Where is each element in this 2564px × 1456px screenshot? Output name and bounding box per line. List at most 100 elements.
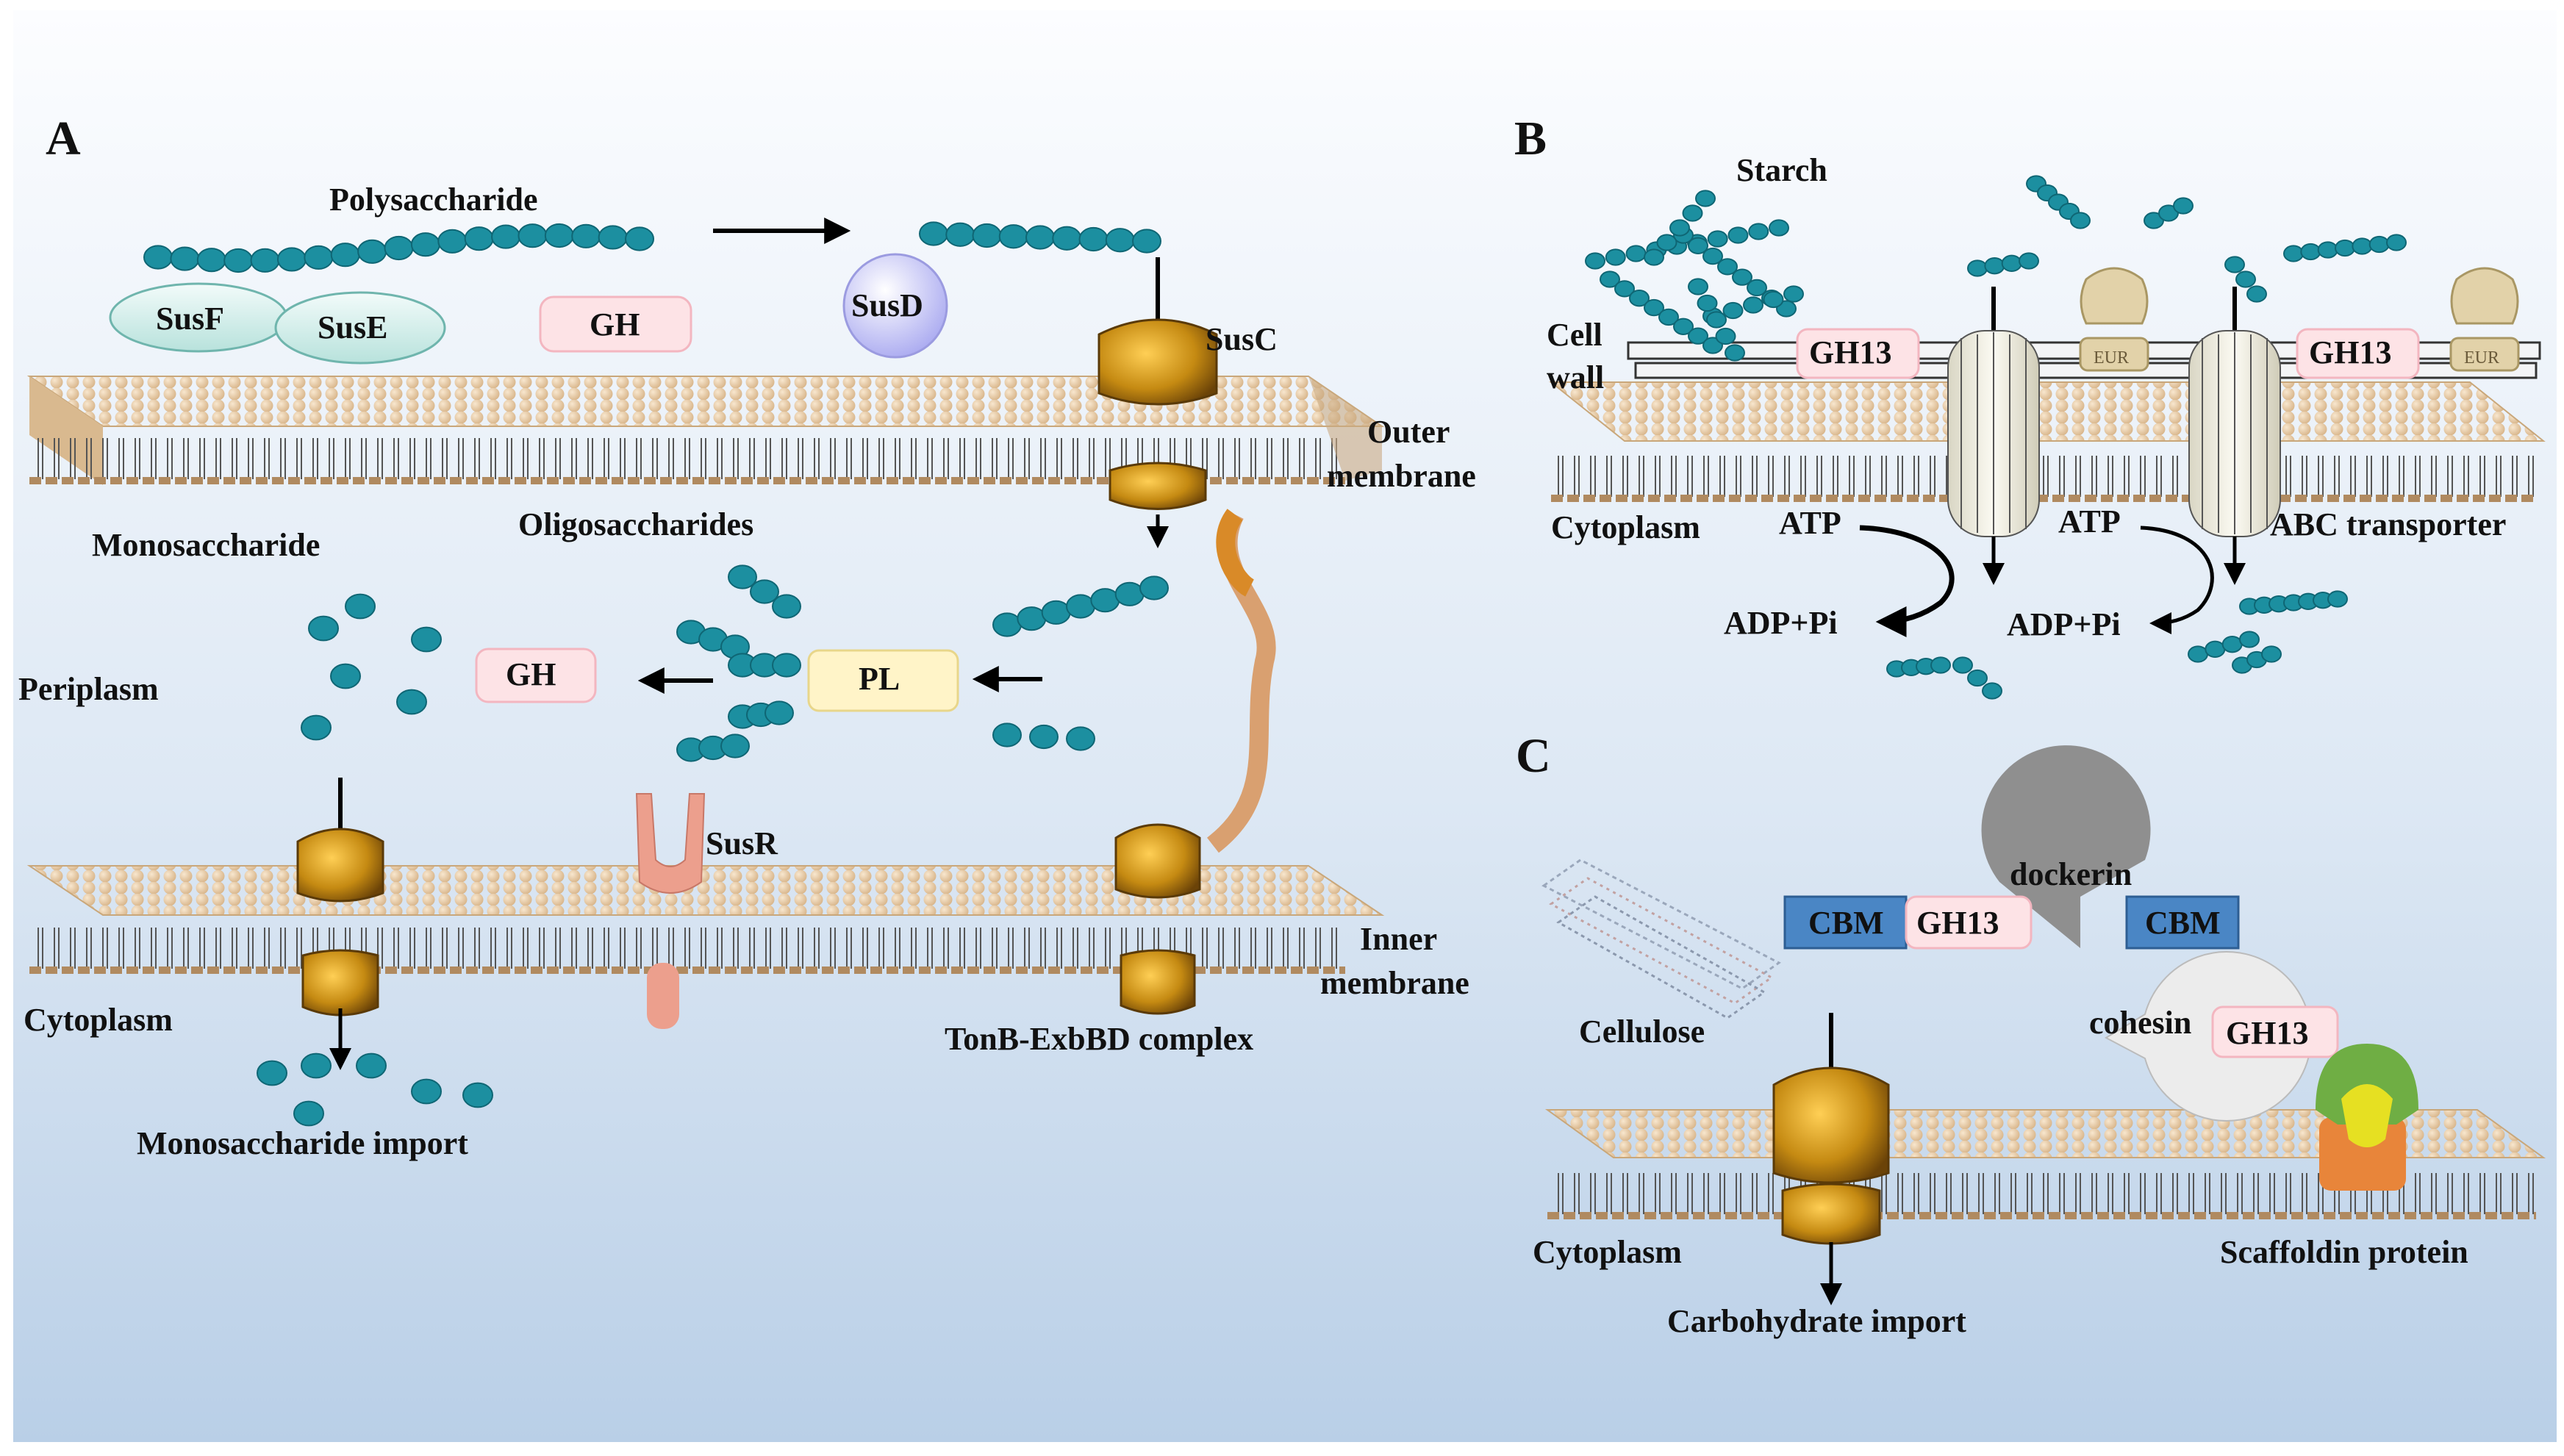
inner-membrane-label-2: membrane — [1320, 965, 1469, 1001]
scaffoldin-label: Scaffoldin protein — [2220, 1234, 2468, 1270]
sugar-bead — [196, 248, 226, 273]
sugar-bead — [571, 223, 601, 248]
sugar-bead — [1090, 588, 1120, 613]
sugar-bead — [1732, 268, 1752, 286]
sugar-bead — [728, 564, 757, 589]
sugar-bead — [143, 245, 173, 270]
gh13-right-b — [2296, 328, 2420, 379]
cell-wall-label-2: wall — [1547, 359, 1604, 395]
sugar-bead — [250, 248, 280, 273]
sugar-bead — [411, 626, 442, 653]
sugar-bead — [1669, 219, 1690, 237]
sugar-bead — [1658, 308, 1679, 326]
monosaccharide-label: Monosaccharide — [92, 527, 320, 563]
cbm-right-label: CBM — [2145, 905, 2221, 941]
sugar-bead — [518, 223, 548, 248]
panel-a-letter: A — [46, 112, 81, 165]
sugar-bead — [1702, 247, 1723, 265]
sugar-bead — [464, 226, 494, 251]
periplasm-label: Periplasm — [18, 671, 159, 707]
atp-left-label: ATP — [1779, 505, 1841, 541]
sugar-bead — [2335, 239, 2355, 257]
sugar-bead — [1600, 270, 1620, 288]
sugar-bead — [1139, 575, 1169, 600]
sugar-bead — [330, 663, 361, 689]
sugar-bead — [2070, 212, 2091, 229]
susd-protein — [842, 253, 948, 359]
oligosaccharides-label: Oligosaccharides — [518, 506, 753, 542]
sugar-bead — [1727, 226, 1749, 244]
sugar-bead — [2246, 285, 2267, 303]
sugar-bead — [2235, 270, 2256, 288]
gh13-bottom-box — [2211, 1005, 2339, 1058]
sugar-bead — [2300, 243, 2321, 261]
susd-label: SusD — [851, 287, 923, 323]
gh-outer-box — [539, 295, 692, 353]
sugar-bead — [1722, 301, 1744, 320]
sugar-bead — [998, 224, 1028, 249]
eur-protein-right — [2449, 267, 2520, 372]
sugar-bead — [2173, 197, 2194, 215]
sugar-bead — [437, 229, 468, 254]
sugar-bead — [357, 239, 387, 264]
sugar-bead — [1725, 344, 1745, 362]
sugar-bead — [772, 594, 801, 619]
gh13-right-b-label: GH13 — [2309, 334, 2391, 370]
mono-transporter — [296, 778, 384, 1070]
sugar-bead — [1605, 248, 1626, 266]
sugar-bead — [2327, 590, 2348, 608]
sugar-bead — [411, 1078, 442, 1105]
sugar-bead — [544, 223, 574, 248]
sugar-bead — [1982, 682, 2002, 700]
atp-right-label: ATP — [2058, 503, 2121, 539]
sugar-bead — [1984, 257, 2005, 275]
suse-label: SusE — [318, 309, 387, 345]
sugar-bead — [1066, 726, 1095, 751]
cbm-right-box — [2125, 895, 2240, 950]
sugar-bead — [598, 225, 628, 250]
pl-label: PL — [859, 661, 900, 697]
cellulose-label: Cellulose — [1579, 1014, 1705, 1050]
abc-transporter-left — [1947, 287, 2040, 585]
susc-barrel — [1097, 257, 1218, 548]
susr-label: SusR — [706, 825, 778, 861]
tonb-exbbd-label: TonB-ExbBD complex — [945, 1021, 1253, 1057]
sugar-bead — [1585, 252, 1605, 270]
eur-label-right: EUR — [2464, 348, 2499, 367]
sugar-bead — [1644, 248, 1664, 266]
sugar-bead — [1967, 259, 1988, 277]
cohesin-label: cohesin — [2089, 1005, 2191, 1041]
sugar-bead — [1688, 327, 1708, 345]
carbohydrate-transporter — [1772, 1013, 1890, 1305]
sugar-bead — [1695, 190, 1716, 207]
sugar-bead — [919, 221, 948, 246]
gh13-top-label: GH13 — [1916, 905, 1999, 941]
sugar-bead — [1644, 298, 1664, 317]
cytoplasm-a-label: Cytoplasm — [24, 1002, 173, 1038]
sugar-bead — [1017, 606, 1047, 631]
atp-arrow-right — [2140, 526, 2214, 634]
sugar-bead — [1763, 290, 1784, 309]
sugar-bead — [308, 615, 339, 642]
sugar-bead — [1656, 234, 1677, 251]
sugar-bead — [1952, 656, 1973, 674]
sugar-bead — [293, 1100, 324, 1127]
sugar-bead — [2368, 235, 2390, 254]
sugar-bead — [1025, 225, 1055, 250]
gh13-left-b — [1796, 328, 1920, 379]
eur-label-left: EUR — [2094, 348, 2129, 367]
gh-periplasm-box — [475, 648, 597, 703]
abc-transporter-right — [2188, 287, 2281, 585]
inner-membrane-label-1: Inner — [1360, 921, 1437, 957]
sugar-bead — [1132, 229, 1161, 254]
sugar-bead — [1629, 290, 1650, 307]
sugar-bead — [1066, 594, 1095, 619]
outer-membrane-label-1: Outer — [1367, 414, 1450, 450]
sugar-bead — [301, 714, 332, 741]
dockerin-label: dockerin — [2010, 856, 2132, 892]
outer-membrane-label-2: membrane — [1327, 458, 1476, 494]
polysaccharide-label: Polysaccharide — [329, 182, 538, 218]
sugar-bead — [2224, 256, 2245, 273]
sugar-bead — [750, 579, 779, 604]
